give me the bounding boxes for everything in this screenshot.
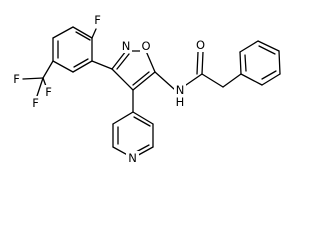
- bond-aryl-3-inner: [73, 58, 89, 68]
- bond-nh-carbonyl: [185, 73, 203, 86]
- bond-ph-5-inner: [261, 70, 277, 80]
- bond-carbonyl-o-double: [196, 51, 199, 75]
- bond-pyr-6: [112, 111, 134, 125]
- atom-isoxazole-o-label: O: [141, 39, 150, 53]
- bond-ch2-phenyl: [222, 73, 242, 88]
- bond-aryl-3: [72, 60, 93, 73]
- atom-cf3-f-left-label: F: [13, 72, 20, 86]
- atom-amide-h-label: H: [176, 95, 185, 109]
- bond-isox-c5-c4-inner: [132, 71, 150, 86]
- bond-pyr-1: [132, 111, 154, 125]
- atom-isoxazole-o: O: [140, 39, 152, 53]
- bond-pyr-3-inner: [135, 144, 150, 153]
- bond-ph-3: [257, 40, 280, 52]
- atom-amide-nh: N H: [174, 83, 186, 109]
- bond-aryl-cf3: [42, 60, 54, 79]
- atom-cf3-f-top: F: [43, 85, 54, 99]
- bond-aryl-4: [52, 60, 74, 73]
- bond-ph-2: [239, 40, 259, 53]
- bond-isox-c3-n: [111, 50, 127, 70]
- bond-cf3-f-bottom: [36, 77, 44, 97]
- bond-ph-3-inner: [258, 45, 276, 55]
- atom-pyridine-n-label: N: [128, 151, 137, 165]
- bond-isox-c5-c4: [132, 71, 156, 91]
- bond-aryl-1: [72, 26, 93, 39]
- atom-amide-n-label: N: [176, 83, 185, 97]
- bond-c5-nh: [154, 71, 175, 90]
- bond-ph-4: [278, 50, 281, 75]
- atom-cf3-f-bottom-label: F: [32, 96, 39, 110]
- atom-labels: F N O O N H F F F: [11, 13, 207, 165]
- bond-aryl-1-inner: [75, 31, 91, 41]
- chemical-structure: F N O O N H F F F: [11, 13, 281, 165]
- bond-isox-c4-c3: [111, 68, 134, 91]
- atom-amide-o-label: O: [196, 38, 205, 52]
- bond-ph-6: [240, 73, 263, 86]
- atom-isoxazole-n-label: N: [122, 39, 131, 53]
- bond-ph-5: [261, 73, 281, 86]
- bond-pyr-1-inner: [133, 116, 151, 127]
- bond-ph-1: [239, 51, 242, 75]
- atom-pyridine-n: N: [126, 151, 139, 165]
- bond-isox-c3-n-inner: [116, 53, 130, 70]
- bond-carbonyl-o: [201, 51, 204, 75]
- bond-cf3-f-left: [22, 77, 44, 80]
- atom-amide-o: O: [194, 38, 207, 52]
- bond-ph-1-inner: [244, 54, 247, 72]
- bond-carbonyl-ch2: [201, 73, 224, 88]
- atom-fluorine-aryl-label: F: [94, 13, 101, 27]
- bond-aryl-isoxazole: [91, 60, 113, 70]
- atom-fluorine-aryl: F: [92, 13, 103, 27]
- atom-cf3-f-top-label: F: [45, 85, 52, 99]
- bond-isox-o-c5: [145, 50, 156, 73]
- bond-aryl-fluorine: [91, 28, 97, 39]
- bond-aryl-6: [52, 26, 74, 39]
- bonds: [22, 26, 281, 159]
- atom-cf3-f-bottom: F: [30, 96, 41, 110]
- atom-isoxazole-n: N: [120, 39, 132, 53]
- atom-cf3-f-left: F: [11, 72, 22, 86]
